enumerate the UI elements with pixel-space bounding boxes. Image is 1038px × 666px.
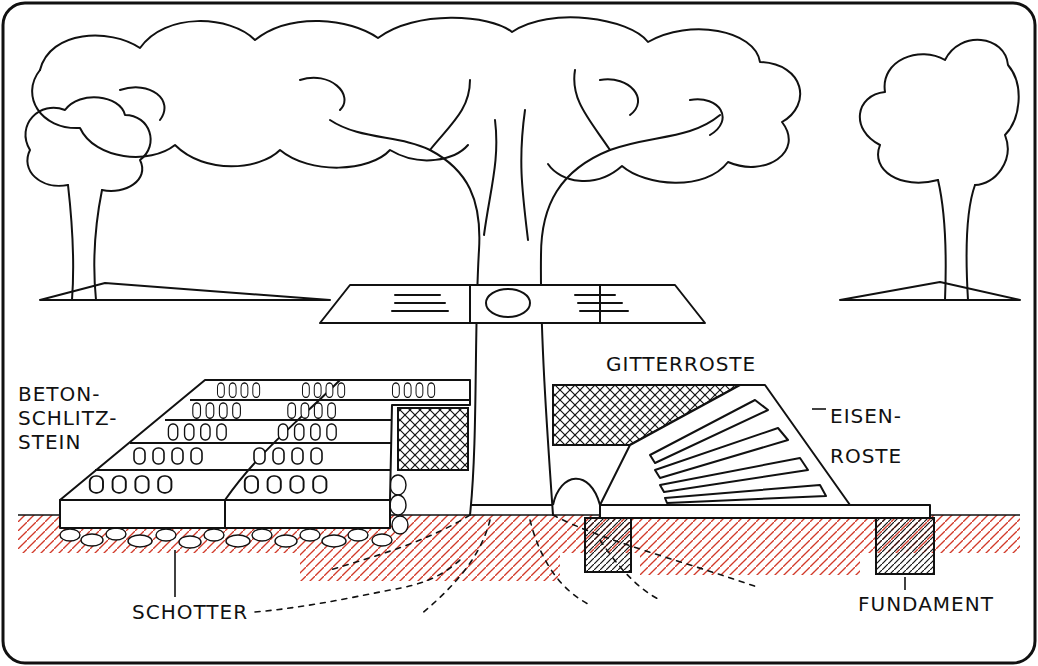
foundation-label: FUNDAMENT (858, 592, 994, 616)
gravel-label: SCHOTTER (132, 600, 248, 624)
grating-label: GITTERROSTE (606, 352, 756, 376)
stone-label: BETON- SCHLITZ- STEIN (18, 382, 118, 454)
iron-grate-label: EISEN- ROSTE (830, 396, 902, 476)
